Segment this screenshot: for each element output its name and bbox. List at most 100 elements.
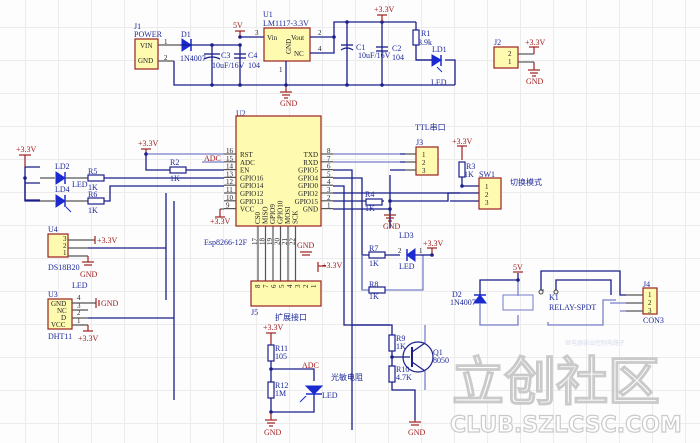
ld4-ref: LD4 <box>55 185 70 194</box>
u1-pinnum-2: 2 <box>318 29 322 37</box>
c3-ref: C3 <box>221 51 230 60</box>
d2-ref: D2 <box>452 290 462 299</box>
gnd-r4: GND <box>383 214 401 231</box>
j4-name: CON3 <box>643 316 664 325</box>
r3-value: 1K <box>464 170 474 179</box>
j4-ref: J4 <box>643 280 650 289</box>
r10-ref: R10 <box>396 365 409 374</box>
u3-pinnum-3: 3 <box>77 302 81 310</box>
r9-value: 1K <box>396 342 406 351</box>
r7-resistor: R7 1K <box>368 244 386 268</box>
gnd-q1: GND <box>408 420 426 437</box>
u1-name: LM1117-3.3V <box>263 19 309 28</box>
net-5v-label: 5V <box>233 21 243 30</box>
j4-pin-3: 3 <box>648 307 652 315</box>
u2-pin-name-adc: ADC <box>240 159 255 167</box>
u4-ref: U4 <box>48 225 58 234</box>
ld3-led: LD3 LED 2 1 +3.3V <box>398 231 444 271</box>
u1-pin-vin: Vin <box>267 34 278 42</box>
ld1-led: LD1 LED <box>431 45 447 87</box>
u2-pin-number: 18 <box>259 238 267 246</box>
ld3-33v-label: +3.3V <box>423 239 444 248</box>
j2-ref: J2 <box>494 38 501 47</box>
r12-value: 1M <box>275 389 286 398</box>
k1-relay: K1 RELAY-SPDT <box>502 289 596 312</box>
gnd-r4-label: GND <box>383 222 401 231</box>
j3-title: TTL串口 <box>415 123 446 132</box>
u1-regulator: U1 LM1117-3.3V Vin Vout NC GND 3 2 4 1 <box>255 10 322 74</box>
u1-pin-nc: NC <box>294 50 304 58</box>
j2-pin-1: 1 <box>508 58 512 66</box>
u2-pin-number: 6 <box>327 163 331 171</box>
r8-value: 1K <box>369 292 379 301</box>
r6-ref: R6 <box>88 190 97 199</box>
r3-resistor: +3.3V R3 1K <box>452 137 475 179</box>
j3-pin-1: 1 <box>422 151 426 159</box>
u2-pin-name-gpio10: GPIO10 <box>277 200 285 224</box>
r1-ref: R1 <box>421 29 430 38</box>
d1-diode: D1 1N4007 <box>180 30 206 63</box>
gnd-ldr: GND <box>264 413 282 437</box>
j4-pin-1: 1 <box>648 291 652 299</box>
u2-pin-name-gpio5: GPIO5 <box>298 167 318 175</box>
u2-name: Esp8266-12F <box>204 238 248 247</box>
q1-value: 8050 <box>433 356 449 365</box>
u2-pin-number: 19 <box>266 238 274 246</box>
u2-pin-number: 15 <box>226 155 234 163</box>
j1-name: POWER <box>134 30 163 39</box>
net-5v-top: 5V <box>233 21 245 37</box>
adc-net-label-u2: ADC <box>204 154 221 163</box>
r12-ref: R12 <box>275 381 288 390</box>
r8-ref: R8 <box>369 280 378 289</box>
u4-name: DS18B20 <box>48 263 80 272</box>
c1-capacitor: C1 10uF/16V <box>340 43 391 60</box>
u2-pin-name-txd: TXD <box>304 151 318 159</box>
u1-pin-vout: Vout <box>291 34 304 42</box>
u2-pin-number: 21 <box>281 238 289 246</box>
j5-pin-number: 4 <box>286 284 294 288</box>
u3-name: DHT11 <box>48 332 72 341</box>
u2-pin-name-gpio16: GPIO16 <box>240 174 264 182</box>
j1-pin-num-1: 1 <box>164 38 168 46</box>
u3-dht11: U3 GND NC D VCC 4 3 2 1 GND +3.3V DHT11 <box>47 290 119 343</box>
u2-pin-number: 8 <box>327 147 331 155</box>
r2-resistor: R2 1K <box>169 158 187 183</box>
net-5v-relay-label: 5V <box>513 263 523 272</box>
u2-pin-name-cs0: CS0 <box>254 211 262 224</box>
r4-resistor: R4 1K <box>365 190 383 213</box>
u2-pin-name-rxd: RXD <box>303 159 318 167</box>
u3-pin-gnd: GND <box>51 300 66 308</box>
u2-pin-number: 22 <box>289 238 297 246</box>
r2-ref: R2 <box>170 158 179 167</box>
u2-pin-name-mosi: MOSI <box>284 206 292 224</box>
u2-pin-name-vcc: VCC <box>240 206 255 214</box>
u3-pin-vcc: VCC <box>51 321 66 329</box>
j5-pin-number: 6 <box>270 284 278 288</box>
r11-resistor: R11 105 <box>267 344 288 362</box>
u2-pin-name-gpio4: GPIO4 <box>298 174 318 182</box>
r9-ref: R9 <box>396 334 405 343</box>
u3-pinnum-1: 1 <box>77 317 81 325</box>
u3-pin-d: D <box>61 314 66 322</box>
k1-value: RELAY-SPDT <box>549 303 596 312</box>
j1-pin-gnd: GND <box>138 57 153 65</box>
sw1-pin-1: 1 <box>485 183 489 191</box>
u2-pin-name-gnd: GND <box>303 206 318 214</box>
r7-value: 1K <box>369 259 379 268</box>
ld1-ref: LD1 <box>432 45 447 54</box>
ld3-pin-2: 2 <box>398 247 402 255</box>
j5-pin-number: 2 <box>302 284 310 288</box>
q1-ref: Q1 <box>433 348 443 357</box>
ld1-value: LED <box>431 78 447 87</box>
u2-pin-name-rst: RST <box>240 151 254 159</box>
u2-pin-name-miso: MISO <box>262 206 270 224</box>
j1-ref: J1 <box>134 22 141 31</box>
u2-pin-name-gpio9: GPIO9 <box>269 204 277 224</box>
q1-transistor: Q1 8050 <box>402 341 449 373</box>
sw1-ref: SW1 <box>479 170 495 179</box>
r5-resistor: R5 1K <box>87 167 105 192</box>
u4-pin-3: 3 <box>63 235 67 243</box>
